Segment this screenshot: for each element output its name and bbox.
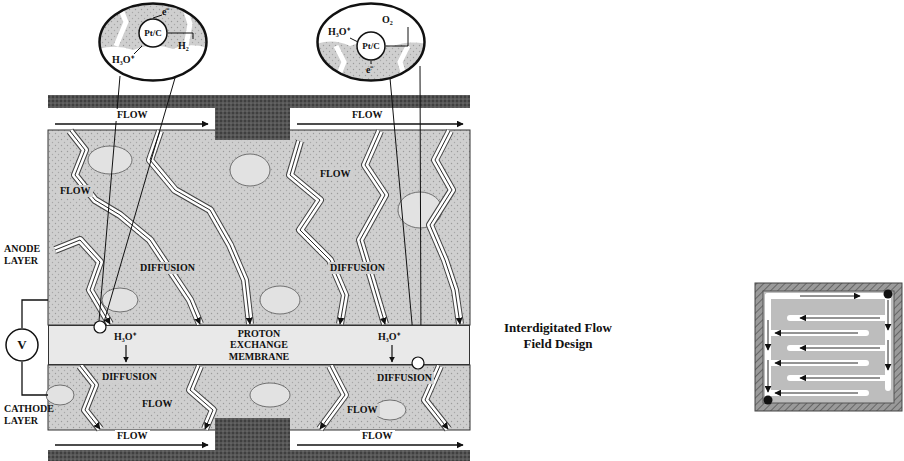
diffusion-label: DIFFUSION (328, 262, 387, 274)
catalyst-particle: Pt/C (356, 31, 386, 61)
zoom-spot (412, 357, 424, 369)
particle-label: e⁻ (162, 6, 169, 18)
diffusion-label: DIFFUSION (138, 262, 197, 274)
zoom-bubble: e⁻ H₃O⁺ H₂ Pt/C (98, 2, 208, 82)
diffusion-label: DIFFUSION (100, 371, 159, 383)
particle-label: H₂ (178, 40, 189, 52)
figure-caption: Interdigitated Flow Field Design (497, 320, 619, 353)
zoom-bubble: H₃O⁺ O₂ e⁻ Pt/C (316, 2, 426, 82)
zoom-spot (94, 321, 106, 333)
particle-label: H₃O⁺ (112, 54, 134, 66)
membrane-label: PROTON EXCHANGE MEMBRANE (222, 328, 296, 363)
flow-label: FLOW (360, 430, 395, 442)
zoom-lines (99, 66, 421, 357)
node-label: V (17, 338, 26, 353)
bottom-rib (215, 418, 290, 461)
flow-arrows (55, 124, 463, 445)
flow-label: FLOW (58, 185, 93, 197)
voltmeter: V (5, 328, 39, 362)
flow-label: FLOW (115, 109, 150, 121)
diffusion-label: DIFFUSION (375, 372, 434, 384)
proton-label: H₃O⁺ (112, 331, 138, 343)
flow-label: FLOW (318, 168, 353, 180)
node-label: Pt/C (362, 41, 380, 51)
flow-label: FLOW (115, 430, 150, 442)
node-label: Pt/C (144, 28, 162, 38)
particle-label: O₂ (382, 14, 393, 26)
proton-arrow (125, 345, 126, 362)
catalyst-particle: Pt/C (138, 18, 168, 48)
flow-label: FLOW (345, 404, 380, 416)
particle-label: H₃O⁺ (328, 26, 350, 38)
layer-label: ANODE LAYER (2, 243, 54, 266)
proton-label: H₃O⁺ (376, 331, 402, 343)
proton-arrow (391, 345, 392, 362)
interdigitated-flow-field (755, 283, 902, 411)
flow-label: FLOW (140, 398, 175, 410)
layer-label: CATHODE LAYER (2, 403, 58, 426)
flow-label: FLOW (350, 109, 385, 121)
particle-label: e⁻ (366, 64, 373, 76)
top-rib (215, 95, 290, 140)
